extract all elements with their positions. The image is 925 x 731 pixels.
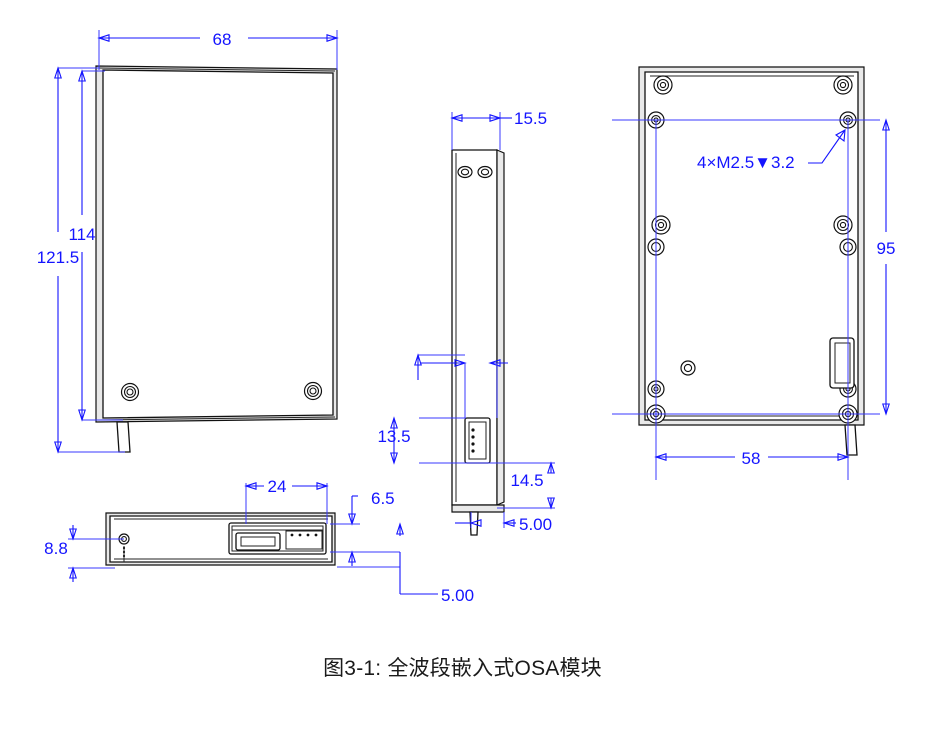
front-view: 68 114 121.5 xyxy=(37,30,339,454)
back-screw-top-right xyxy=(833,75,853,95)
back-view-foot xyxy=(844,424,858,456)
dim-label-14-5: 14.5 xyxy=(510,471,543,490)
dim-height-121-5: 121.5 xyxy=(37,66,125,454)
dim-label-121-5: 121.5 xyxy=(37,248,80,267)
thread-callout: 4×M2.5▼3.2 xyxy=(697,129,846,172)
bottom-connector-port-b xyxy=(285,530,323,550)
front-view-top-edge xyxy=(98,67,336,72)
dim-label-15-5: 15.5 xyxy=(514,109,547,128)
side-hole-left xyxy=(457,165,473,179)
back-screw-bottom-right xyxy=(833,215,853,235)
front-screw-left xyxy=(120,382,140,402)
bottom-connector xyxy=(228,522,327,555)
back-centre-hole xyxy=(680,360,696,376)
bottom-connector-port-a xyxy=(235,532,281,551)
back-view-body xyxy=(644,71,859,421)
dim-height-8-8: 8.8 xyxy=(44,525,124,582)
side-hole-right xyxy=(477,165,493,179)
dim-width-24: 24 xyxy=(244,477,329,524)
dim-height-6-5: 6.5 xyxy=(330,489,400,566)
side-view-shell xyxy=(496,149,505,506)
thread-callout-label: 4×M2.5▼3.2 xyxy=(697,153,795,172)
dim-label-5-00-side: 5.00 xyxy=(519,515,552,534)
dim-label-24: 24 xyxy=(268,477,287,496)
dim-width-5-00-bottom: 5.00 xyxy=(337,522,474,605)
dim-label-95: 95 xyxy=(877,239,896,258)
front-screw-right xyxy=(303,381,323,401)
bottom-view: 24 8.8 6.5 xyxy=(44,477,474,605)
front-view-foot xyxy=(116,421,131,453)
front-view-bottom-edge xyxy=(98,416,336,421)
dim-height-95: 95 xyxy=(877,118,896,416)
front-view-body xyxy=(102,69,334,419)
figure-caption: 图3-1: 全波段嵌入式OSA模块 xyxy=(323,657,602,680)
dim-label-114: 114 xyxy=(68,225,95,244)
dim-width-58: 58 xyxy=(654,449,850,468)
dim-width-68: 68 xyxy=(97,30,339,70)
dim-height-13-5: 13.5 xyxy=(377,416,411,465)
back-screw-bottom-left xyxy=(651,215,671,235)
dim-width-5-00-side: 5.00 xyxy=(455,512,552,534)
back-view: 4×M2.5▼3.2 95 58 xyxy=(612,66,896,480)
dim-height-14-5: 14.5 xyxy=(497,461,555,510)
dim-label-68: 68 xyxy=(213,30,232,49)
dim-width-15-5: 15.5 xyxy=(450,109,547,150)
back-screw-top-left xyxy=(653,75,673,95)
dim-label-58: 58 xyxy=(742,449,761,468)
back-connector-cutout xyxy=(829,337,855,389)
dim-height-114: 114 xyxy=(68,69,123,422)
side-connector xyxy=(464,417,491,464)
dim-label-13-5: 13.5 xyxy=(377,427,410,446)
side-view-base-plate xyxy=(451,504,505,513)
back-thread-hole-lower-left xyxy=(647,380,665,398)
dim-label-6-5: 6.5 xyxy=(371,489,395,508)
side-dim-ticks-top xyxy=(420,359,508,418)
side-view: 15.5 13.5 xyxy=(377,109,555,536)
dim-label-5-00-bottom: 5.00 xyxy=(441,586,474,605)
dim-label-8-8: 8.8 xyxy=(44,539,68,558)
